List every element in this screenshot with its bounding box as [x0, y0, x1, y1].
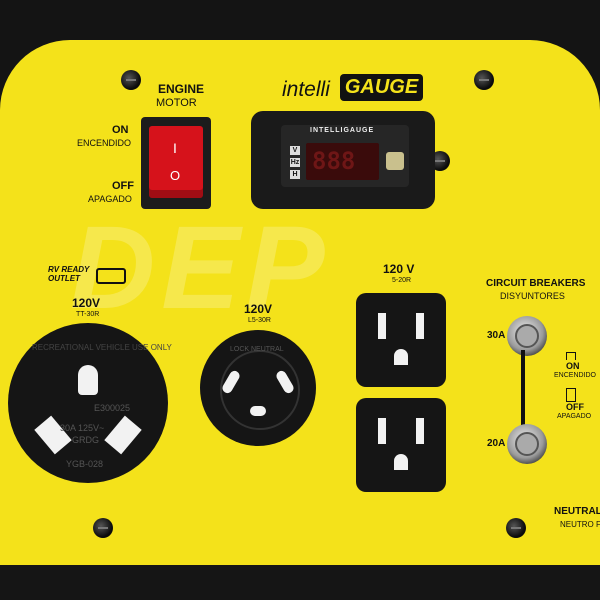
duplex-top-slot-left — [378, 313, 386, 339]
duplex-top-slot-right — [416, 313, 424, 339]
breaker-30a-label: 30A — [487, 330, 506, 341]
meter-display: 888 — [306, 143, 379, 180]
neutral-label: NEUTRAL — [554, 506, 600, 517]
screw-icon — [430, 151, 450, 171]
locking-ring — [220, 350, 300, 430]
breaker-on-label: ON — [566, 361, 580, 371]
duplex-type: 5-20R — [392, 277, 412, 284]
screw-icon — [506, 518, 526, 538]
screw-icon — [121, 70, 141, 90]
locking-face-text: LOCK NEUTRAL — [230, 346, 284, 353]
meter-name: INTELLIGAUGE — [310, 127, 375, 134]
meter-mode-button[interactable] — [386, 152, 404, 170]
duplex-bottom-slot-left — [378, 418, 386, 444]
duplex-outlet-bottom — [356, 398, 446, 492]
rv-outlet-tt30r: RECREATIONAL VEHICLE USE ONLY E300025 30… — [8, 323, 172, 483]
meter-value: 888 — [312, 147, 356, 175]
logo-prefix: intelli — [282, 78, 330, 101]
neutral-label-es: NEUTRO F — [560, 520, 600, 529]
rv-slot-left — [34, 415, 72, 455]
duplex-outlet-top — [356, 293, 446, 387]
breaker-20a-label: 20A — [487, 438, 506, 449]
duplex-top-ground — [394, 349, 408, 365]
breaker-30a[interactable] — [507, 316, 547, 356]
meter-label-hz: Hz — [290, 158, 300, 167]
rv-voltage: 120V — [72, 296, 101, 310]
rv-face-text: RECREATIONAL VEHICLE USE ONLY — [32, 343, 172, 352]
breakers-title-es: DISYUNTORES — [500, 291, 565, 301]
rv-icon — [96, 268, 126, 284]
duplex-voltage: 120 V — [383, 262, 415, 276]
breaker-on-label-es: ENCENDIDO — [554, 372, 597, 379]
screw-icon — [474, 70, 494, 90]
rv-type: TT-30R — [76, 311, 100, 318]
breaker-link — [521, 350, 525, 442]
switch-off-mark: O — [170, 168, 181, 183]
breaker-30a-core — [515, 324, 539, 348]
locking-type: L5-30R — [248, 317, 271, 324]
switch-on-mark: I — [173, 140, 177, 156]
rv-slot-right — [104, 415, 142, 455]
breaker-20a[interactable] — [507, 424, 547, 464]
meter-label-v: V — [290, 146, 300, 155]
breaker-on-icon — [566, 352, 576, 360]
breakers-title: CIRCUIT BREAKERS — [486, 278, 586, 289]
breaker-off-label: OFF — [566, 402, 584, 412]
on-label-es: ENCENDIDO — [77, 138, 132, 148]
rv-grdg: GRDG — [72, 435, 99, 445]
screw-icon — [93, 518, 113, 538]
rv-code: E300025 — [94, 403, 131, 413]
rv-ground-slot — [78, 365, 98, 395]
rv-model: YGB-028 — [66, 459, 104, 469]
duplex-bottom-ground — [394, 454, 408, 470]
breaker-20a-core — [515, 432, 539, 456]
logo-suffix: GAUGE — [340, 74, 423, 101]
locking-outlet-l5-30r: LOCK NEUTRAL — [200, 330, 316, 446]
breaker-off-icon — [566, 388, 576, 402]
locking-slot-bottom — [250, 406, 266, 416]
off-label-es: APAGADO — [88, 194, 132, 204]
meter-label-h: H — [290, 170, 300, 179]
off-label: OFF — [112, 180, 134, 192]
engine-switch[interactable]: I O — [149, 126, 203, 198]
bottom-frame — [0, 565, 600, 600]
motor-label: MOTOR — [156, 97, 197, 109]
locking-voltage: 120V — [244, 302, 273, 316]
breaker-off-label-es: APAGADO — [557, 413, 592, 420]
duplex-bottom-slot-right — [416, 418, 424, 444]
engine-label: ENGINE — [158, 82, 205, 96]
rv-ready-label: RV READY OUTLET — [48, 265, 90, 283]
on-label: ON — [112, 124, 129, 136]
rv-rating: 30A 125V~ — [60, 423, 105, 433]
